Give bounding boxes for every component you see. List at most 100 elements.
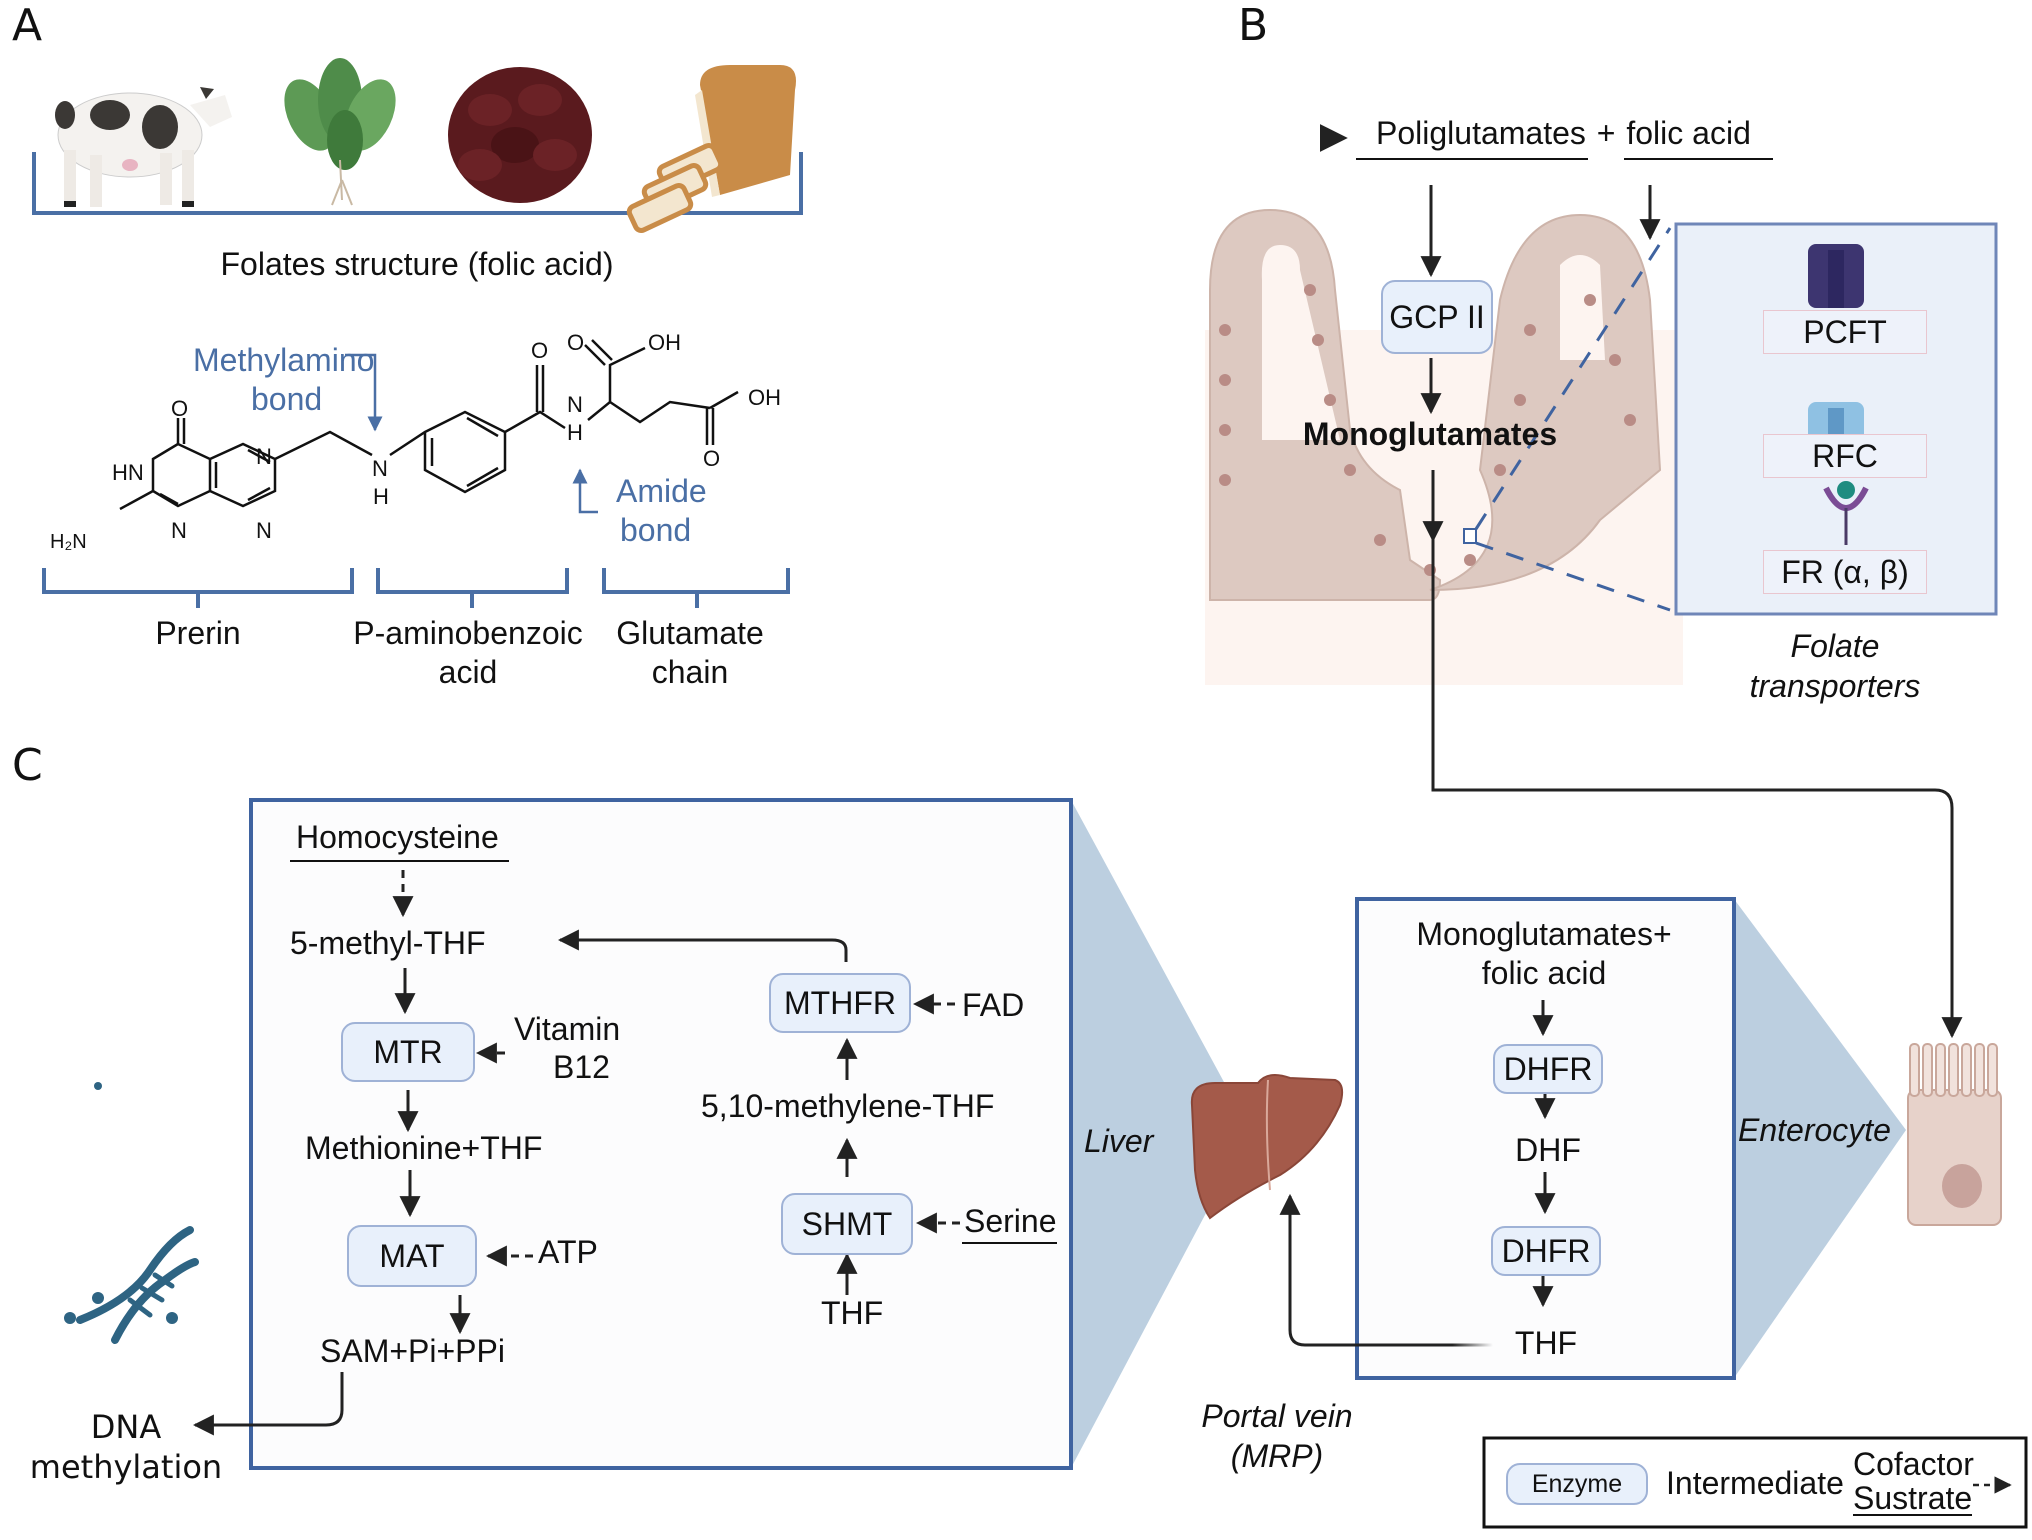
dhf-label: DHF bbox=[1515, 1132, 1581, 1168]
pcft-label: PCFT bbox=[1763, 310, 1927, 354]
segment-paba-label-line2: acid bbox=[438, 654, 498, 690]
methylamino-bond-arrow bbox=[345, 353, 383, 432]
liver-label: Liver bbox=[1084, 1123, 1154, 1159]
shmt-enzyme: SHMT bbox=[781, 1193, 913, 1255]
dna-label-line1: DNA bbox=[90, 1408, 162, 1446]
atom-n1: N bbox=[171, 518, 187, 543]
enterocyte-input-line1: Monoglutamates+ bbox=[1416, 916, 1672, 952]
atom-amide-n: N bbox=[567, 392, 583, 417]
poliglutamates-text: Poliglutamates bbox=[1356, 115, 1588, 160]
panel-b-label: B bbox=[1238, 0, 1269, 51]
liver-cycle-frame bbox=[249, 798, 1073, 1470]
folic-acid-text: folic acid bbox=[1624, 115, 1773, 160]
atom-o2: O bbox=[531, 338, 549, 363]
methyl-thf-label: 5-methyl-THF bbox=[290, 925, 486, 961]
legend-substrate: Sustrate bbox=[1853, 1480, 1973, 1517]
enterocyte-projection bbox=[1734, 899, 1906, 1378]
rfc-label: RFC bbox=[1763, 434, 1927, 478]
structure-title: Folates structure (folic acid) bbox=[220, 246, 614, 282]
homocysteine-label: Homocysteine bbox=[290, 819, 509, 862]
enterocyte-input-line2: folic acid bbox=[1481, 955, 1607, 991]
vitamin-label-line2: B12 bbox=[553, 1049, 610, 1085]
bracket-glutamate bbox=[602, 568, 790, 608]
legend-cofactor: Cofactor bbox=[1853, 1446, 1974, 1482]
vitamin-label-line1: Vitamin bbox=[514, 1011, 621, 1047]
methionine-thf-label: Methionine+THF bbox=[305, 1130, 543, 1166]
gcp-ii-enzyme: GCP II bbox=[1381, 280, 1493, 354]
methylamino-label-line1: Methylamino bbox=[193, 342, 375, 378]
bracket-paba bbox=[376, 568, 569, 608]
atom-o1: O bbox=[171, 396, 189, 421]
liver-projection bbox=[1071, 800, 1250, 1468]
amide-bond-arrow bbox=[572, 468, 598, 514]
atom-o3: O bbox=[567, 330, 585, 355]
cell-nuclei bbox=[1219, 284, 1636, 576]
liver-thf-label: THF bbox=[821, 1295, 884, 1331]
villus-lumen-2 bbox=[1560, 255, 1605, 360]
atom-oh2: OH bbox=[748, 385, 781, 410]
legend-enzyme: Enzyme bbox=[1506, 1463, 1648, 1505]
homocysteine-text: Homocysteine bbox=[290, 819, 509, 862]
panel-c-label: C bbox=[12, 740, 43, 791]
atom-oh1: OH bbox=[648, 330, 681, 355]
spinach-icon bbox=[284, 58, 396, 206]
zoom-dashed-line-top bbox=[1474, 227, 1672, 530]
atom-n3: N bbox=[256, 518, 272, 543]
bracket-prerin bbox=[42, 568, 354, 608]
folic-acid-structure bbox=[119, 339, 739, 511]
serine-text: Serine bbox=[962, 1203, 1057, 1244]
pcft-channel-icon bbox=[1808, 244, 1864, 308]
sam-to-dna-arrow bbox=[192, 1372, 344, 1436]
segment-paba-label-line1: P-aminobenzoic bbox=[353, 615, 583, 651]
mthfr-enzyme: MTHFR bbox=[769, 973, 911, 1033]
dhfr-enzyme-1: DHFR bbox=[1493, 1044, 1603, 1094]
serine-label: Serine bbox=[962, 1203, 1057, 1244]
enterocyte-label: Enterocyte bbox=[1738, 1112, 1891, 1148]
methylamino-label-line2: bond bbox=[251, 381, 323, 417]
transporters-caption-line1: Folate bbox=[1790, 628, 1880, 664]
mtr-enzyme: MTR bbox=[341, 1022, 475, 1082]
villus-lumen bbox=[1261, 245, 1340, 440]
panel-a-label: A bbox=[12, 0, 43, 51]
atom-nh-n: N bbox=[372, 456, 388, 481]
enterocyte-thf-label: THF bbox=[1514, 1325, 1578, 1361]
folate-receptor-icon bbox=[1823, 481, 1869, 545]
portal-vein-label-line1: Portal vein bbox=[1201, 1398, 1353, 1434]
atp-label: ATP bbox=[538, 1234, 598, 1270]
liver-icon bbox=[1190, 1073, 1344, 1220]
atom-o4: O bbox=[703, 446, 721, 471]
absorption-path-arrow bbox=[1431, 540, 1963, 1039]
amide-label-line2: bond bbox=[620, 512, 692, 548]
zoom-source-marker bbox=[1463, 528, 1477, 544]
bread-icon bbox=[626, 65, 796, 233]
portal-vein-label-line2: (MRP) bbox=[1230, 1438, 1324, 1474]
atom-n2: N bbox=[256, 444, 272, 469]
segment-glutamate-label-line2: chain bbox=[651, 654, 729, 690]
thf-to-liver-arrow bbox=[1279, 1193, 1493, 1347]
food-bracket bbox=[32, 152, 803, 215]
beans-icon bbox=[448, 67, 592, 203]
mthfr-to-methylthf-arrow bbox=[557, 929, 848, 962]
zoom-dashed-line-bottom bbox=[1475, 541, 1671, 612]
amide-label-line1: Amide bbox=[616, 473, 707, 509]
cow-icon bbox=[55, 87, 232, 207]
atom-h2n: H₂N bbox=[50, 531, 87, 553]
legend-intermediate: Intermediate bbox=[1666, 1465, 1844, 1501]
fr-label: FR (α, β) bbox=[1763, 550, 1927, 594]
segment-glutamate-label-line1: Glutamate bbox=[616, 615, 764, 651]
plus-sign: + bbox=[1596, 115, 1616, 151]
transporters-caption-line2: transporters bbox=[1749, 668, 1921, 704]
segment-prerin-label: Prerin bbox=[155, 615, 241, 651]
dna-icon bbox=[64, 1082, 199, 1344]
methylene-thf-label: 5,10-methylene-THF bbox=[701, 1088, 995, 1124]
legend-substrate-text: Sustrate bbox=[1853, 1480, 1973, 1516]
poliglutamates-label: Poliglutamates + folic acid bbox=[1356, 115, 1773, 160]
monoglutamates-label: Monoglutamates bbox=[1302, 416, 1558, 452]
dna-label-line2: methylation bbox=[29, 1448, 223, 1486]
mat-enzyme: MAT bbox=[347, 1225, 477, 1287]
atom-amide-h: H bbox=[567, 420, 583, 445]
dhfr-enzyme-2: DHFR bbox=[1491, 1226, 1601, 1276]
fad-label: FAD bbox=[962, 987, 1025, 1023]
atom-hn: HN bbox=[112, 460, 144, 485]
